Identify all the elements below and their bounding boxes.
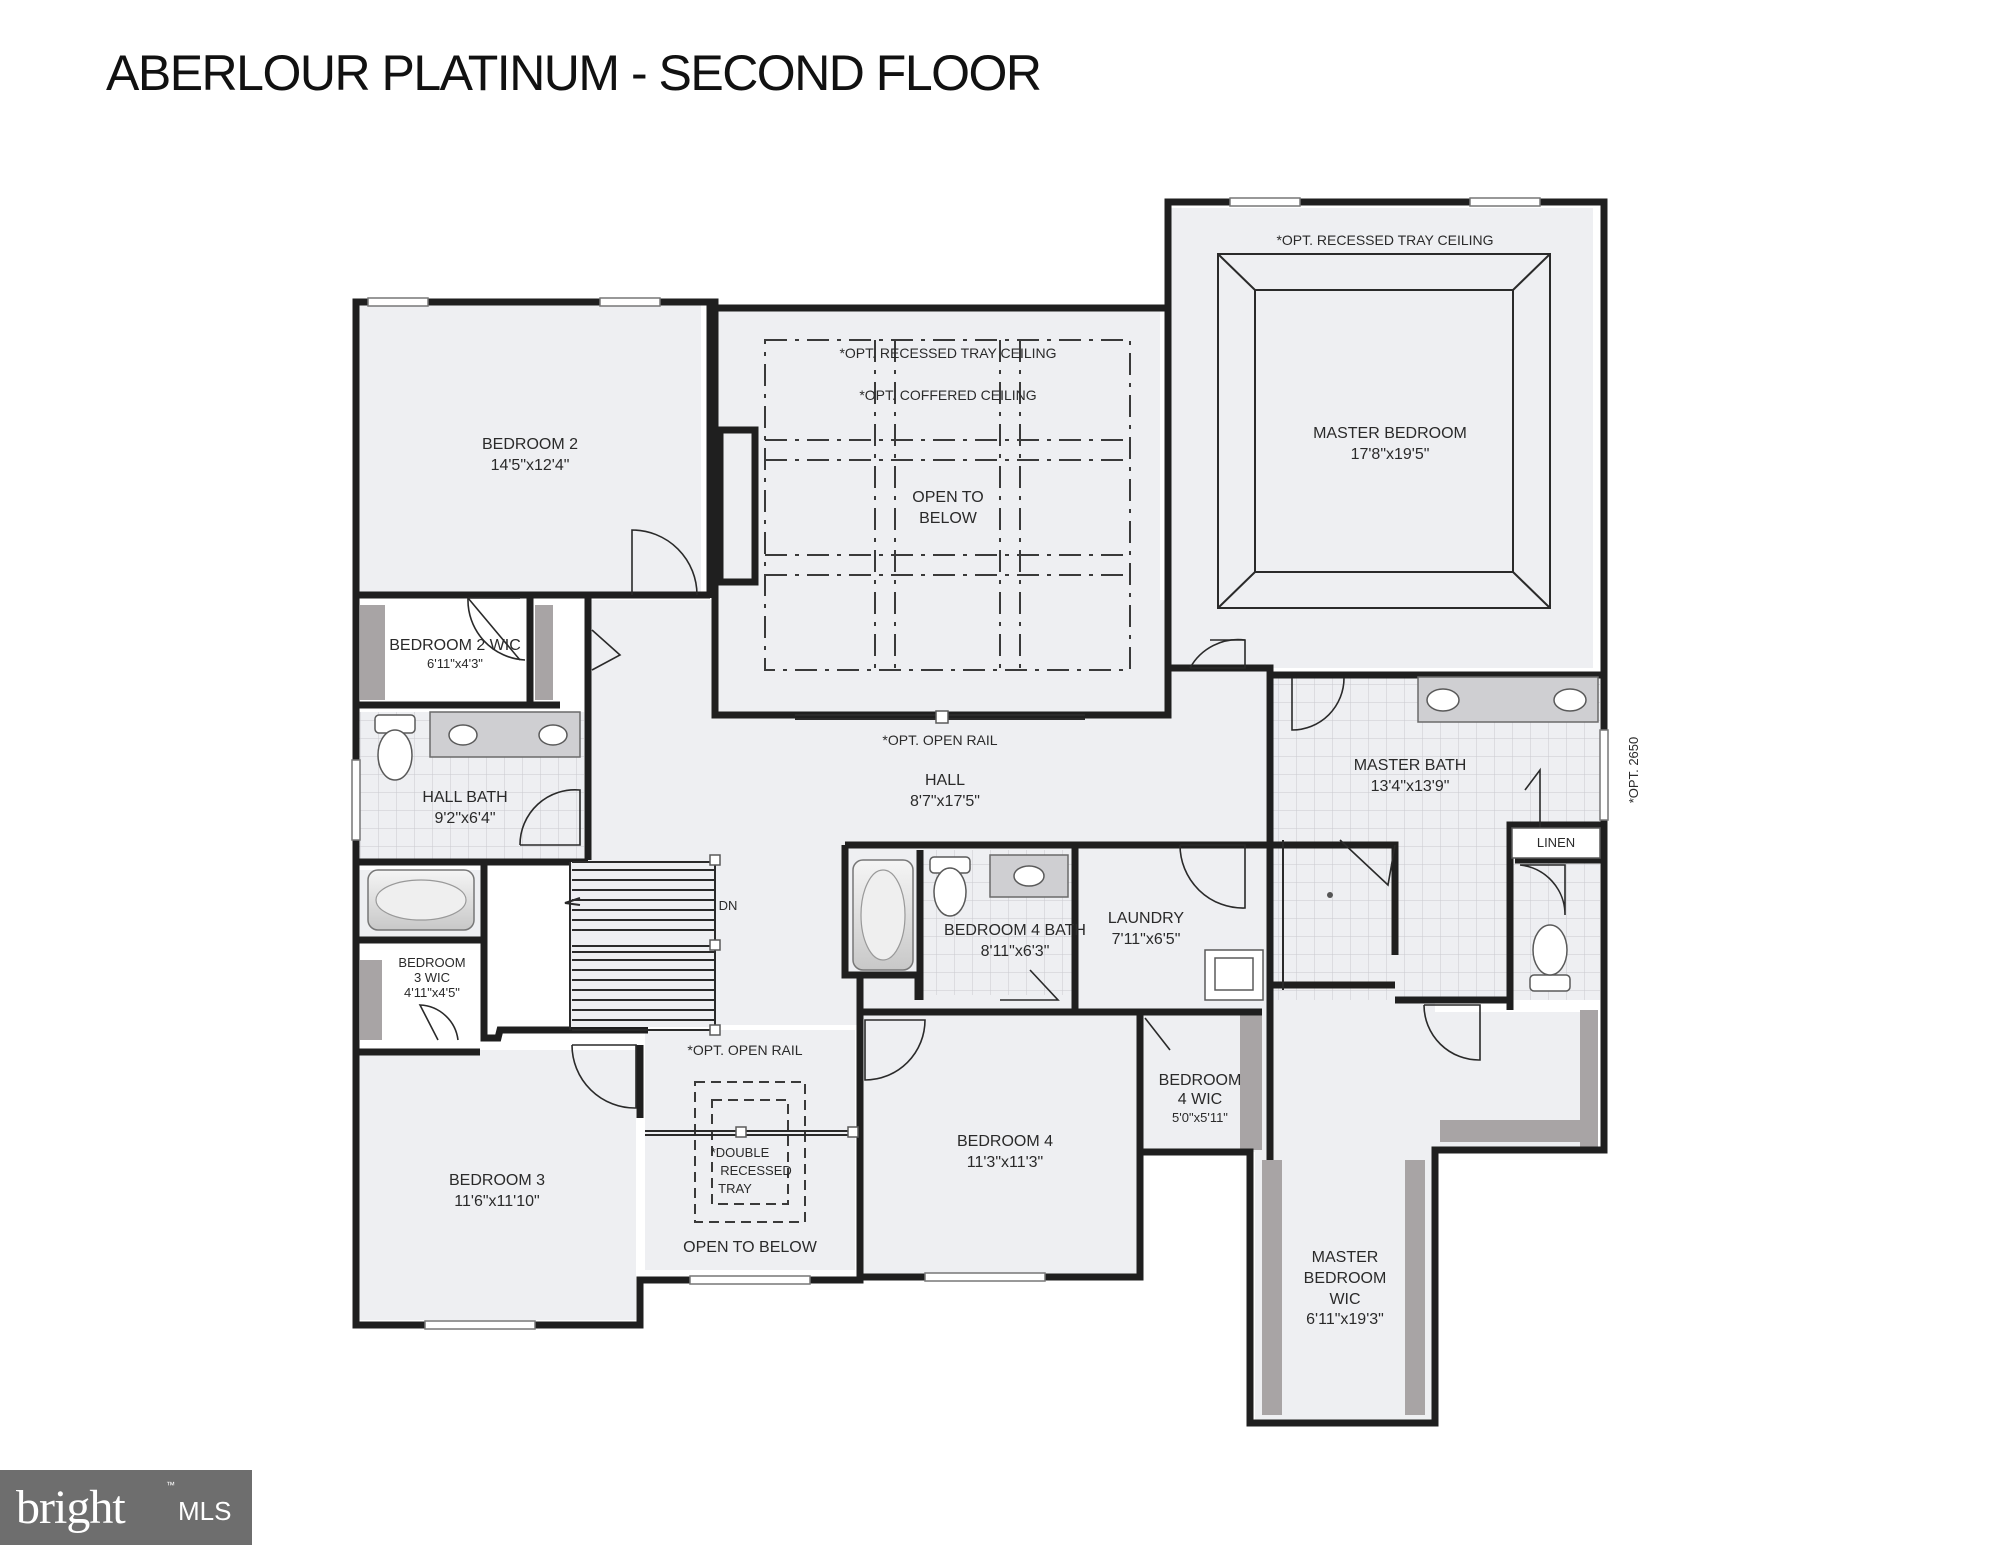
bedroom2-name: BEDROOM 2 bbox=[482, 436, 578, 453]
hall-name: HALL bbox=[925, 772, 965, 789]
logo-trademark: ™ bbox=[166, 1480, 175, 1490]
note-double-tray-line2: RECESSED bbox=[720, 1163, 792, 1178]
open-rails bbox=[645, 710, 1085, 1138]
note-tray-ceiling-center: *OPT. RECESSED TRAY CEILING bbox=[839, 345, 1056, 361]
note-coffered-ceiling: *OPT. COFFERED CEILING bbox=[859, 387, 1036, 403]
master-bath-name: MASTER BATH bbox=[1354, 757, 1467, 774]
hall-bath-name: HALL BATH bbox=[422, 789, 507, 806]
bedroom4-name: BEDROOM 4 bbox=[957, 1133, 1053, 1150]
page-title: ABERLOUR PLATINUM - SECOND FLOOR bbox=[106, 45, 1042, 101]
logo-mls: MLS bbox=[178, 1496, 232, 1526]
logo-word: bright bbox=[16, 1481, 126, 1534]
stairs bbox=[564, 854, 721, 1036]
master-bedroom-size: 17'8"x19'5" bbox=[1351, 446, 1430, 463]
master-wic-line2: BEDROOM bbox=[1304, 1270, 1387, 1287]
linen-label: LINEN bbox=[1537, 835, 1575, 850]
master-wic-size: 6'11"x19'3" bbox=[1306, 1311, 1384, 1328]
master-wic-line1: MASTER bbox=[1312, 1249, 1379, 1266]
doors bbox=[418, 529, 1566, 1109]
master-bedroom-name: MASTER BEDROOM bbox=[1313, 425, 1467, 442]
open-to-below-top-line2: BELOW bbox=[919, 510, 978, 527]
open-to-below-top-line1: OPEN TO bbox=[912, 489, 983, 506]
bedroom3-name: BEDROOM 3 bbox=[449, 1172, 545, 1189]
bedroom2-wic-size: 6'11"x4'3" bbox=[427, 656, 483, 671]
note-tray-ceiling-master: *OPT. RECESSED TRAY CEILING bbox=[1276, 232, 1493, 248]
master-wic-line3: WIC bbox=[1329, 1291, 1360, 1308]
note-double-tray-line1: *DOUBLE bbox=[711, 1145, 770, 1160]
master-bath-size: 13'4"x13'9" bbox=[1371, 778, 1450, 795]
hall-bath-size: 9'2"x6'4" bbox=[434, 810, 495, 827]
note-open-rail-top: *OPT. OPEN RAIL bbox=[882, 732, 997, 748]
bedroom4-wic-size: 5'0"x5'11" bbox=[1172, 1110, 1228, 1125]
laundry-name: LAUNDRY bbox=[1108, 910, 1185, 927]
stair-dn-label: DN bbox=[719, 898, 738, 913]
ceiling-lines bbox=[694, 253, 1551, 1223]
laundry-size: 7'11"x6'5" bbox=[1112, 931, 1181, 948]
bedroom4-wic-line2: 4 WIC bbox=[1178, 1091, 1222, 1108]
bedroom4-bath-name: BEDROOM 4 BATH bbox=[944, 922, 1086, 939]
bedroom4-wic-line1: BEDROOM bbox=[1159, 1072, 1242, 1089]
room-labels: BEDROOM 2 14'5"x12'4" BEDROOM 2 WIC 6'11… bbox=[389, 425, 1575, 1328]
bedroom4-size: 11'3"x11'3" bbox=[967, 1154, 1043, 1171]
bedroom3-wic-line2: 3 WIC bbox=[414, 970, 450, 985]
bedroom3-wic-size: 4'11"x4'5" bbox=[404, 985, 460, 1000]
note-double-tray-line3: TRAY bbox=[718, 1181, 752, 1196]
bedroom2-size: 14'5"x12'4" bbox=[491, 457, 570, 474]
bedroom3-wic-line1: BEDROOM bbox=[398, 955, 465, 970]
bedroom4-bath-size: 8'11"x6'3" bbox=[981, 943, 1050, 960]
hall-size: 8'7"x17'5" bbox=[910, 793, 980, 810]
plan-notes: *OPT. RECESSED TRAY CEILING *OPT. COFFER… bbox=[687, 232, 1641, 1196]
bedroom2-wic-name: BEDROOM 2 WIC bbox=[389, 637, 521, 654]
open-to-below-bottom: OPEN TO BELOW bbox=[683, 1239, 818, 1256]
closet-shelves bbox=[360, 605, 1598, 1415]
bright-mls-logo: bright ™ MLS bbox=[0, 1470, 252, 1545]
walls bbox=[352, 198, 1608, 1427]
bedroom3-size: 11'6"x11'10" bbox=[454, 1193, 539, 1210]
note-open-rail-bottom: *OPT. OPEN RAIL bbox=[687, 1042, 802, 1058]
note-opt-2650: *OPT. 2650 bbox=[1626, 737, 1641, 804]
windows bbox=[351, 197, 1609, 1330]
fixtures bbox=[367, 676, 1601, 1001]
